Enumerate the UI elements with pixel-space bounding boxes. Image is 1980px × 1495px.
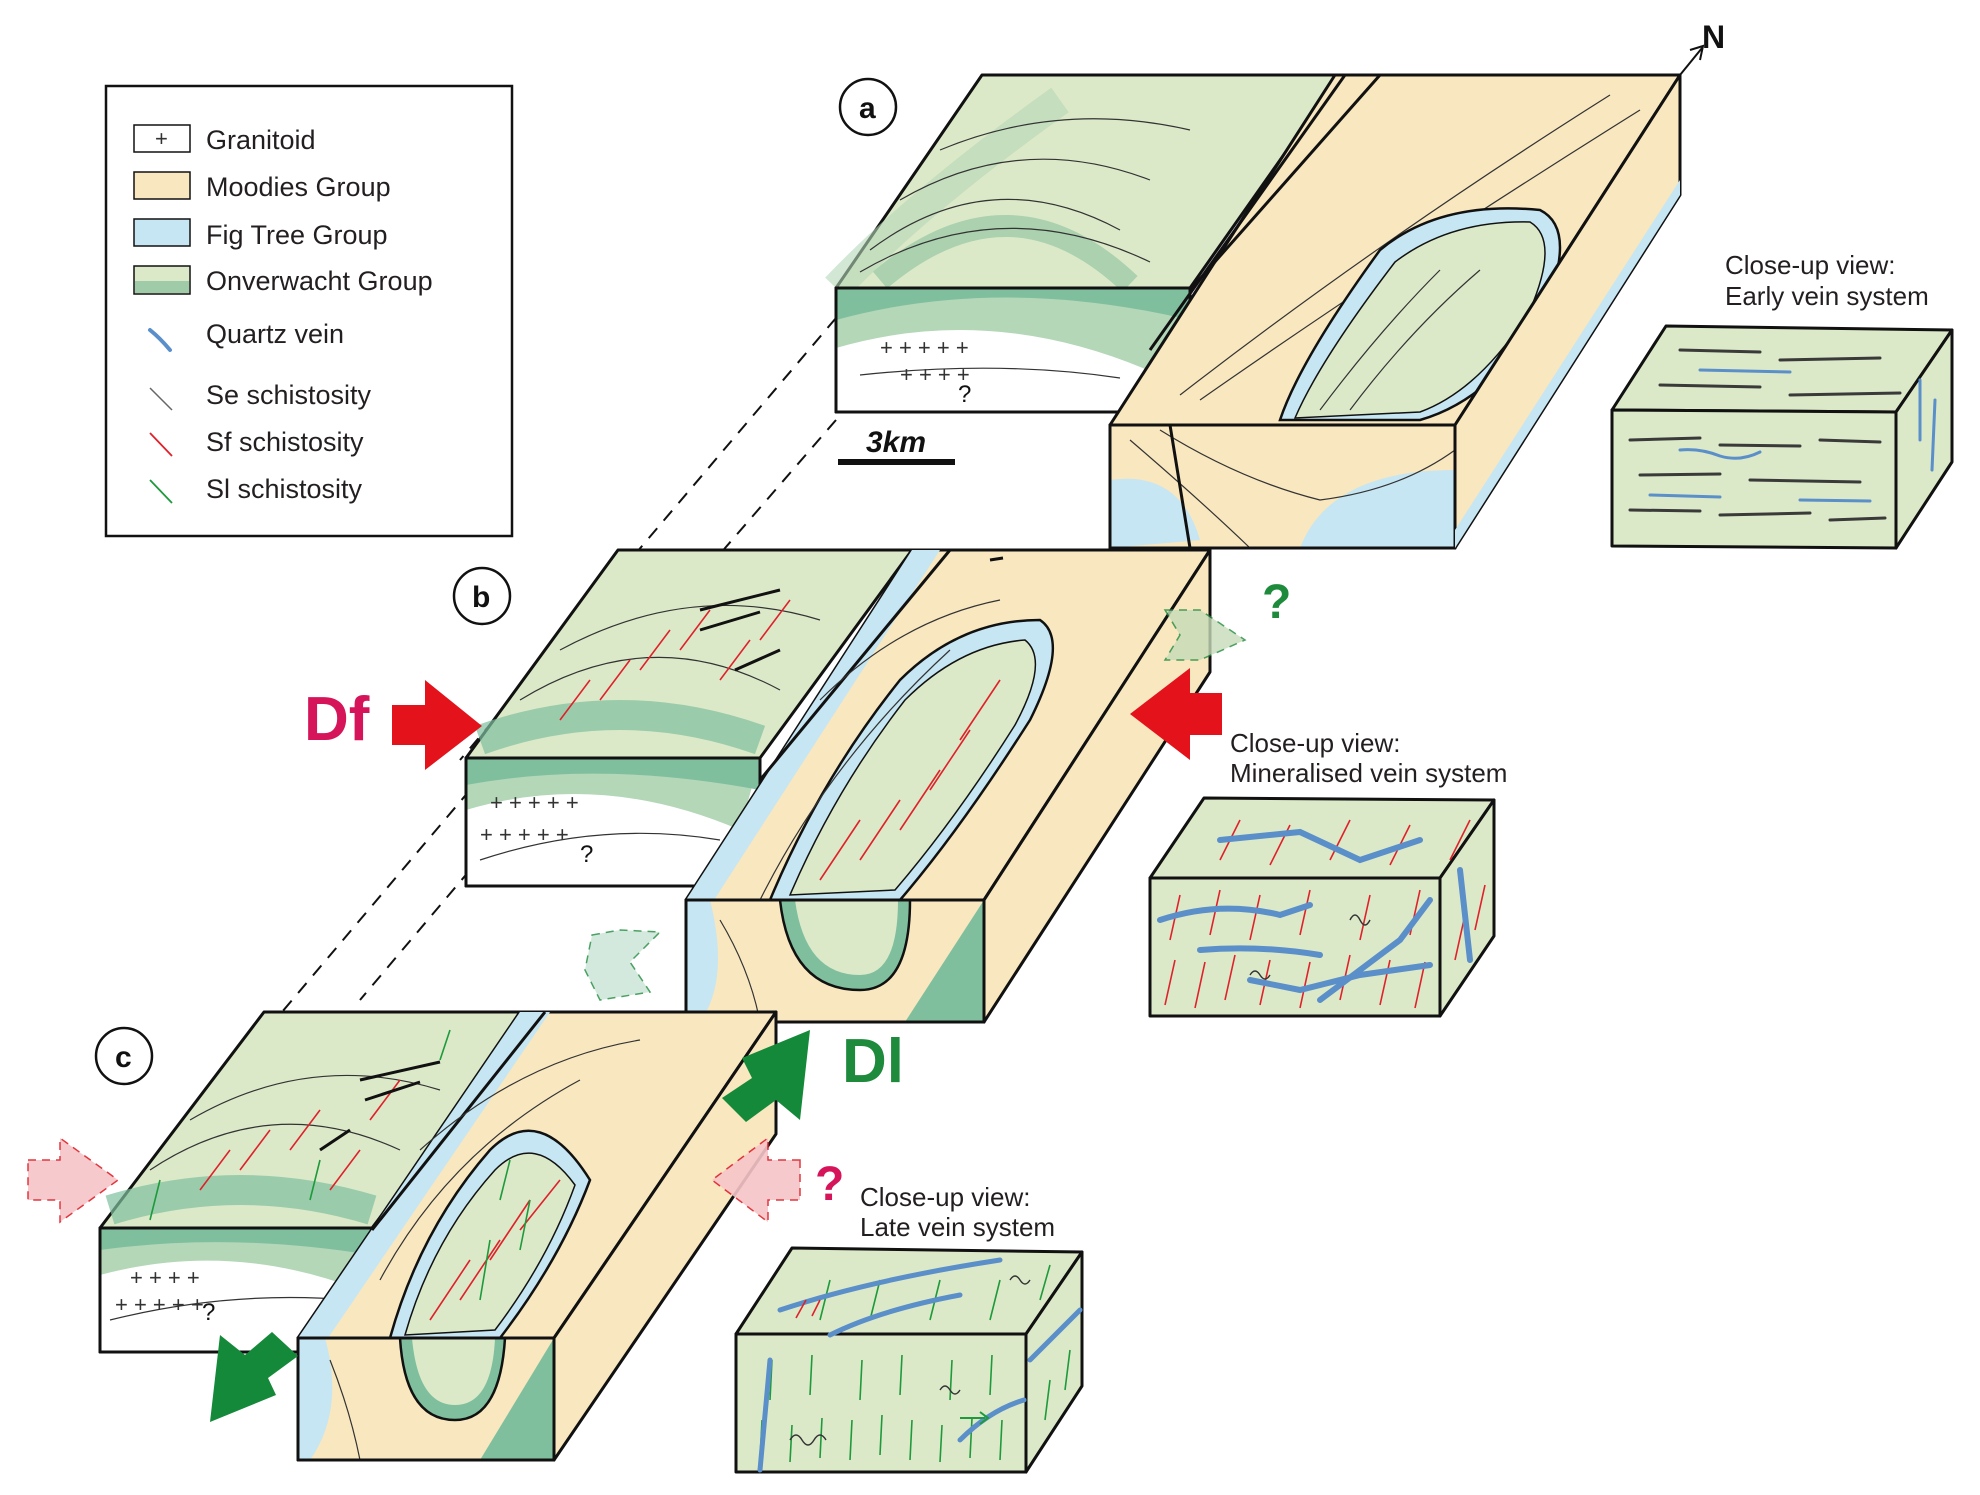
fig-tree-swatch: [133, 218, 191, 247]
block-b: + + + + + + + + + + ? b: [452, 548, 1212, 1024]
closeup-late-line1: Close-up view:: [860, 1182, 1031, 1212]
ghost-arrow-green-upper: [1163, 609, 1247, 661]
unknown-marker: ?: [580, 841, 593, 868]
moodies-swatch: [133, 171, 191, 200]
df-arrow-left: [392, 680, 482, 770]
panel-label-circle: [838, 77, 898, 137]
sf-schistosity-symbol: [149, 432, 173, 457]
df-label: Df: [304, 685, 370, 754]
dl-arrow-lower: [210, 1332, 298, 1422]
closeup-early-line2: Early vein system: [1725, 281, 1929, 311]
block-a: + + + + + + + + + ? N: [825, 19, 1725, 550]
dl-compression: Dl: [210, 1027, 904, 1422]
ghost-arrow-red-right: [710, 1136, 801, 1224]
legend-label: Se schistosity: [206, 380, 372, 410]
dl-label: Dl: [842, 1027, 904, 1096]
scale-bar: 3km: [838, 426, 955, 465]
north-arrow: N: [1679, 19, 1725, 76]
closeup-late-line2: Late vein system: [860, 1212, 1055, 1242]
legend: + Granitoid Moodies Group Fig Tree Group…: [104, 84, 514, 538]
legend-item-sf: Sf schistosity: [149, 427, 364, 457]
quartz-vein-symbol: [148, 328, 172, 352]
granitoid-plus-signs: + + + + +: [880, 335, 969, 360]
legend-label: Sl schistosity: [206, 474, 363, 504]
granitoid-swatch: [133, 124, 191, 153]
legend-label: Sf schistosity: [206, 427, 364, 457]
closeup-early-line1: Close-up view:: [1725, 250, 1896, 280]
legend-item-onverwacht: Onverwacht Group: [133, 265, 433, 296]
question-mark-red: ?: [815, 1158, 844, 1211]
legend-label: Fig Tree Group: [206, 220, 388, 250]
dl-arrow-upper: [722, 1030, 810, 1122]
sl-schistosity-symbol: [149, 479, 173, 504]
scale-label: 3km: [866, 426, 926, 459]
closeup-early: Close-up view: Early vein system: [1610, 250, 1954, 550]
question-mark-green: ?: [1262, 576, 1291, 629]
svg-text:+ + + +: + + + +: [130, 1265, 200, 1290]
df-compression: Df: [304, 668, 1222, 770]
unknown-marker: ?: [202, 1299, 215, 1326]
closeup-mineralised: Close-up view: Mineralised vein system: [1148, 728, 1507, 1018]
panel-label-circle: [94, 1026, 154, 1086]
legend-frame: [104, 84, 514, 538]
unknown-marker: ?: [958, 381, 971, 408]
block-c: + + + + + + + + + ? c: [94, 1010, 778, 1462]
panel-label-a: a: [859, 92, 876, 125]
legend-item-quartz-vein: Quartz vein: [148, 319, 344, 352]
legend-item-se: Se schistosity: [149, 380, 372, 411]
legend-label: Granitoid: [206, 125, 316, 155]
panel-label-b: b: [472, 581, 490, 614]
legend-label: Onverwacht Group: [206, 266, 433, 296]
legend-label: Moodies Group: [206, 172, 391, 202]
se-schistosity-symbol: [149, 387, 173, 411]
ghost-arrow-green-lower: [584, 929, 662, 1001]
legend-item-sl: Sl schistosity: [149, 474, 363, 504]
onverwacht-swatch-band: [135, 281, 189, 293]
legend-label: Quartz vein: [206, 319, 344, 349]
block-c-right-side: [552, 1010, 778, 1462]
panel-label-circle: [452, 566, 512, 626]
plus-symbol: +: [155, 126, 168, 151]
legend-item-fig-tree: Fig Tree Group: [133, 218, 388, 250]
closeup-mineralised-line1: Close-up view:: [1230, 728, 1401, 758]
north-label: N: [1702, 19, 1725, 55]
block-b-right-side: [982, 548, 1212, 1024]
svg-text:+ + + + +: + + + + +: [490, 790, 579, 815]
svg-text:+ + + + +: + + + + +: [480, 822, 569, 847]
panel-label-c: c: [115, 1041, 132, 1074]
legend-item-granitoid: + Granitoid: [133, 124, 316, 155]
svg-text:+ + + + +: + + + + +: [115, 1292, 204, 1317]
svg-text:+ + + +: + + + +: [900, 362, 970, 387]
legend-item-moodies: Moodies Group: [133, 171, 391, 202]
closeup-mineralised-line2: Mineralised vein system: [1230, 758, 1507, 788]
closeup-late: Close-up view: Late vein system: [734, 1182, 1084, 1474]
df-arrow-right: [1130, 668, 1222, 760]
ghost-arrow-red-left: [27, 1136, 120, 1224]
